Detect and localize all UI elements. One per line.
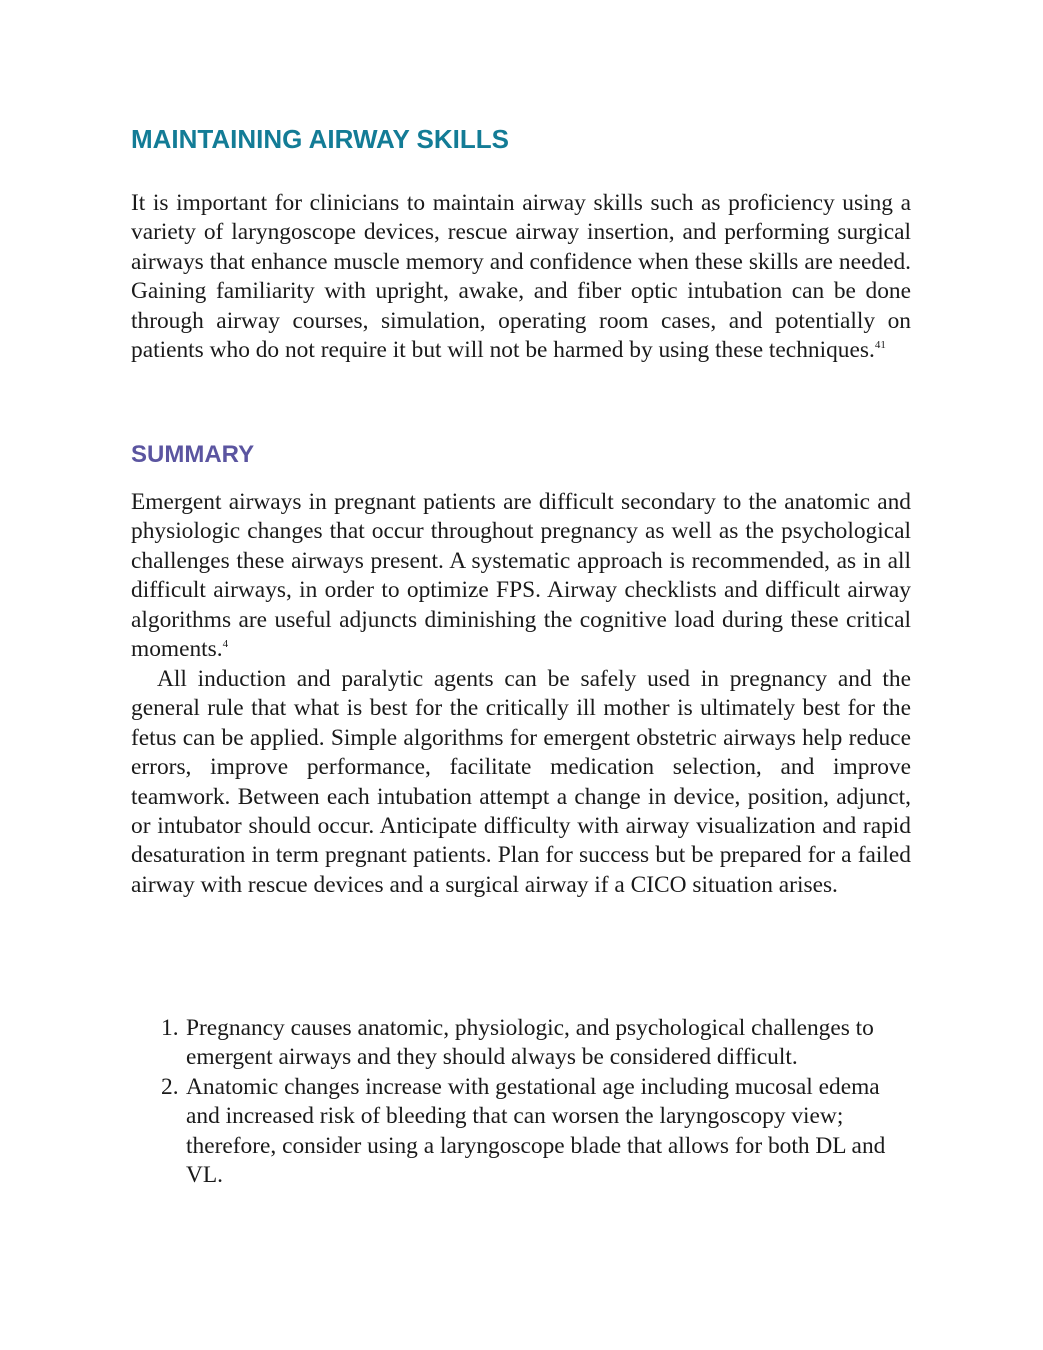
summary-paragraph-1-text: Emergent airways in pregnant patients ar… xyxy=(131,489,911,663)
summary-paragraph-1: Emergent airways in pregnant patients ar… xyxy=(131,488,911,664)
reference-superscript: 41 xyxy=(874,339,886,352)
list-item-number: 1. xyxy=(161,1015,179,1041)
maintaining-paragraph: It is important for clinicians to mainta… xyxy=(131,189,911,365)
list-item: 1. Pregnancy causes anatomic, physiologi… xyxy=(161,1014,901,1073)
summary-paragraph-2: All induction and paralytic agents can b… xyxy=(131,666,911,898)
list-item-text: Anatomic changes increase with gestation… xyxy=(186,1073,886,1189)
key-points-list: 1. Pregnancy causes anatomic, physiologi… xyxy=(161,1014,901,1190)
list-item: 2. Anatomic changes increase with gestat… xyxy=(161,1073,901,1191)
reference-superscript: 4 xyxy=(222,638,229,651)
section-heading-summary: SUMMARY xyxy=(131,441,255,468)
list-item-text: Pregnancy causes anatomic, physiologic, … xyxy=(186,1015,874,1071)
section-heading-maintaining-airway-skills: MAINTAINING AIRWAY SKILLS xyxy=(131,124,509,154)
list-item-number: 2. xyxy=(161,1073,179,1100)
maintaining-paragraph-text: It is important for clinicians to mainta… xyxy=(131,190,911,364)
